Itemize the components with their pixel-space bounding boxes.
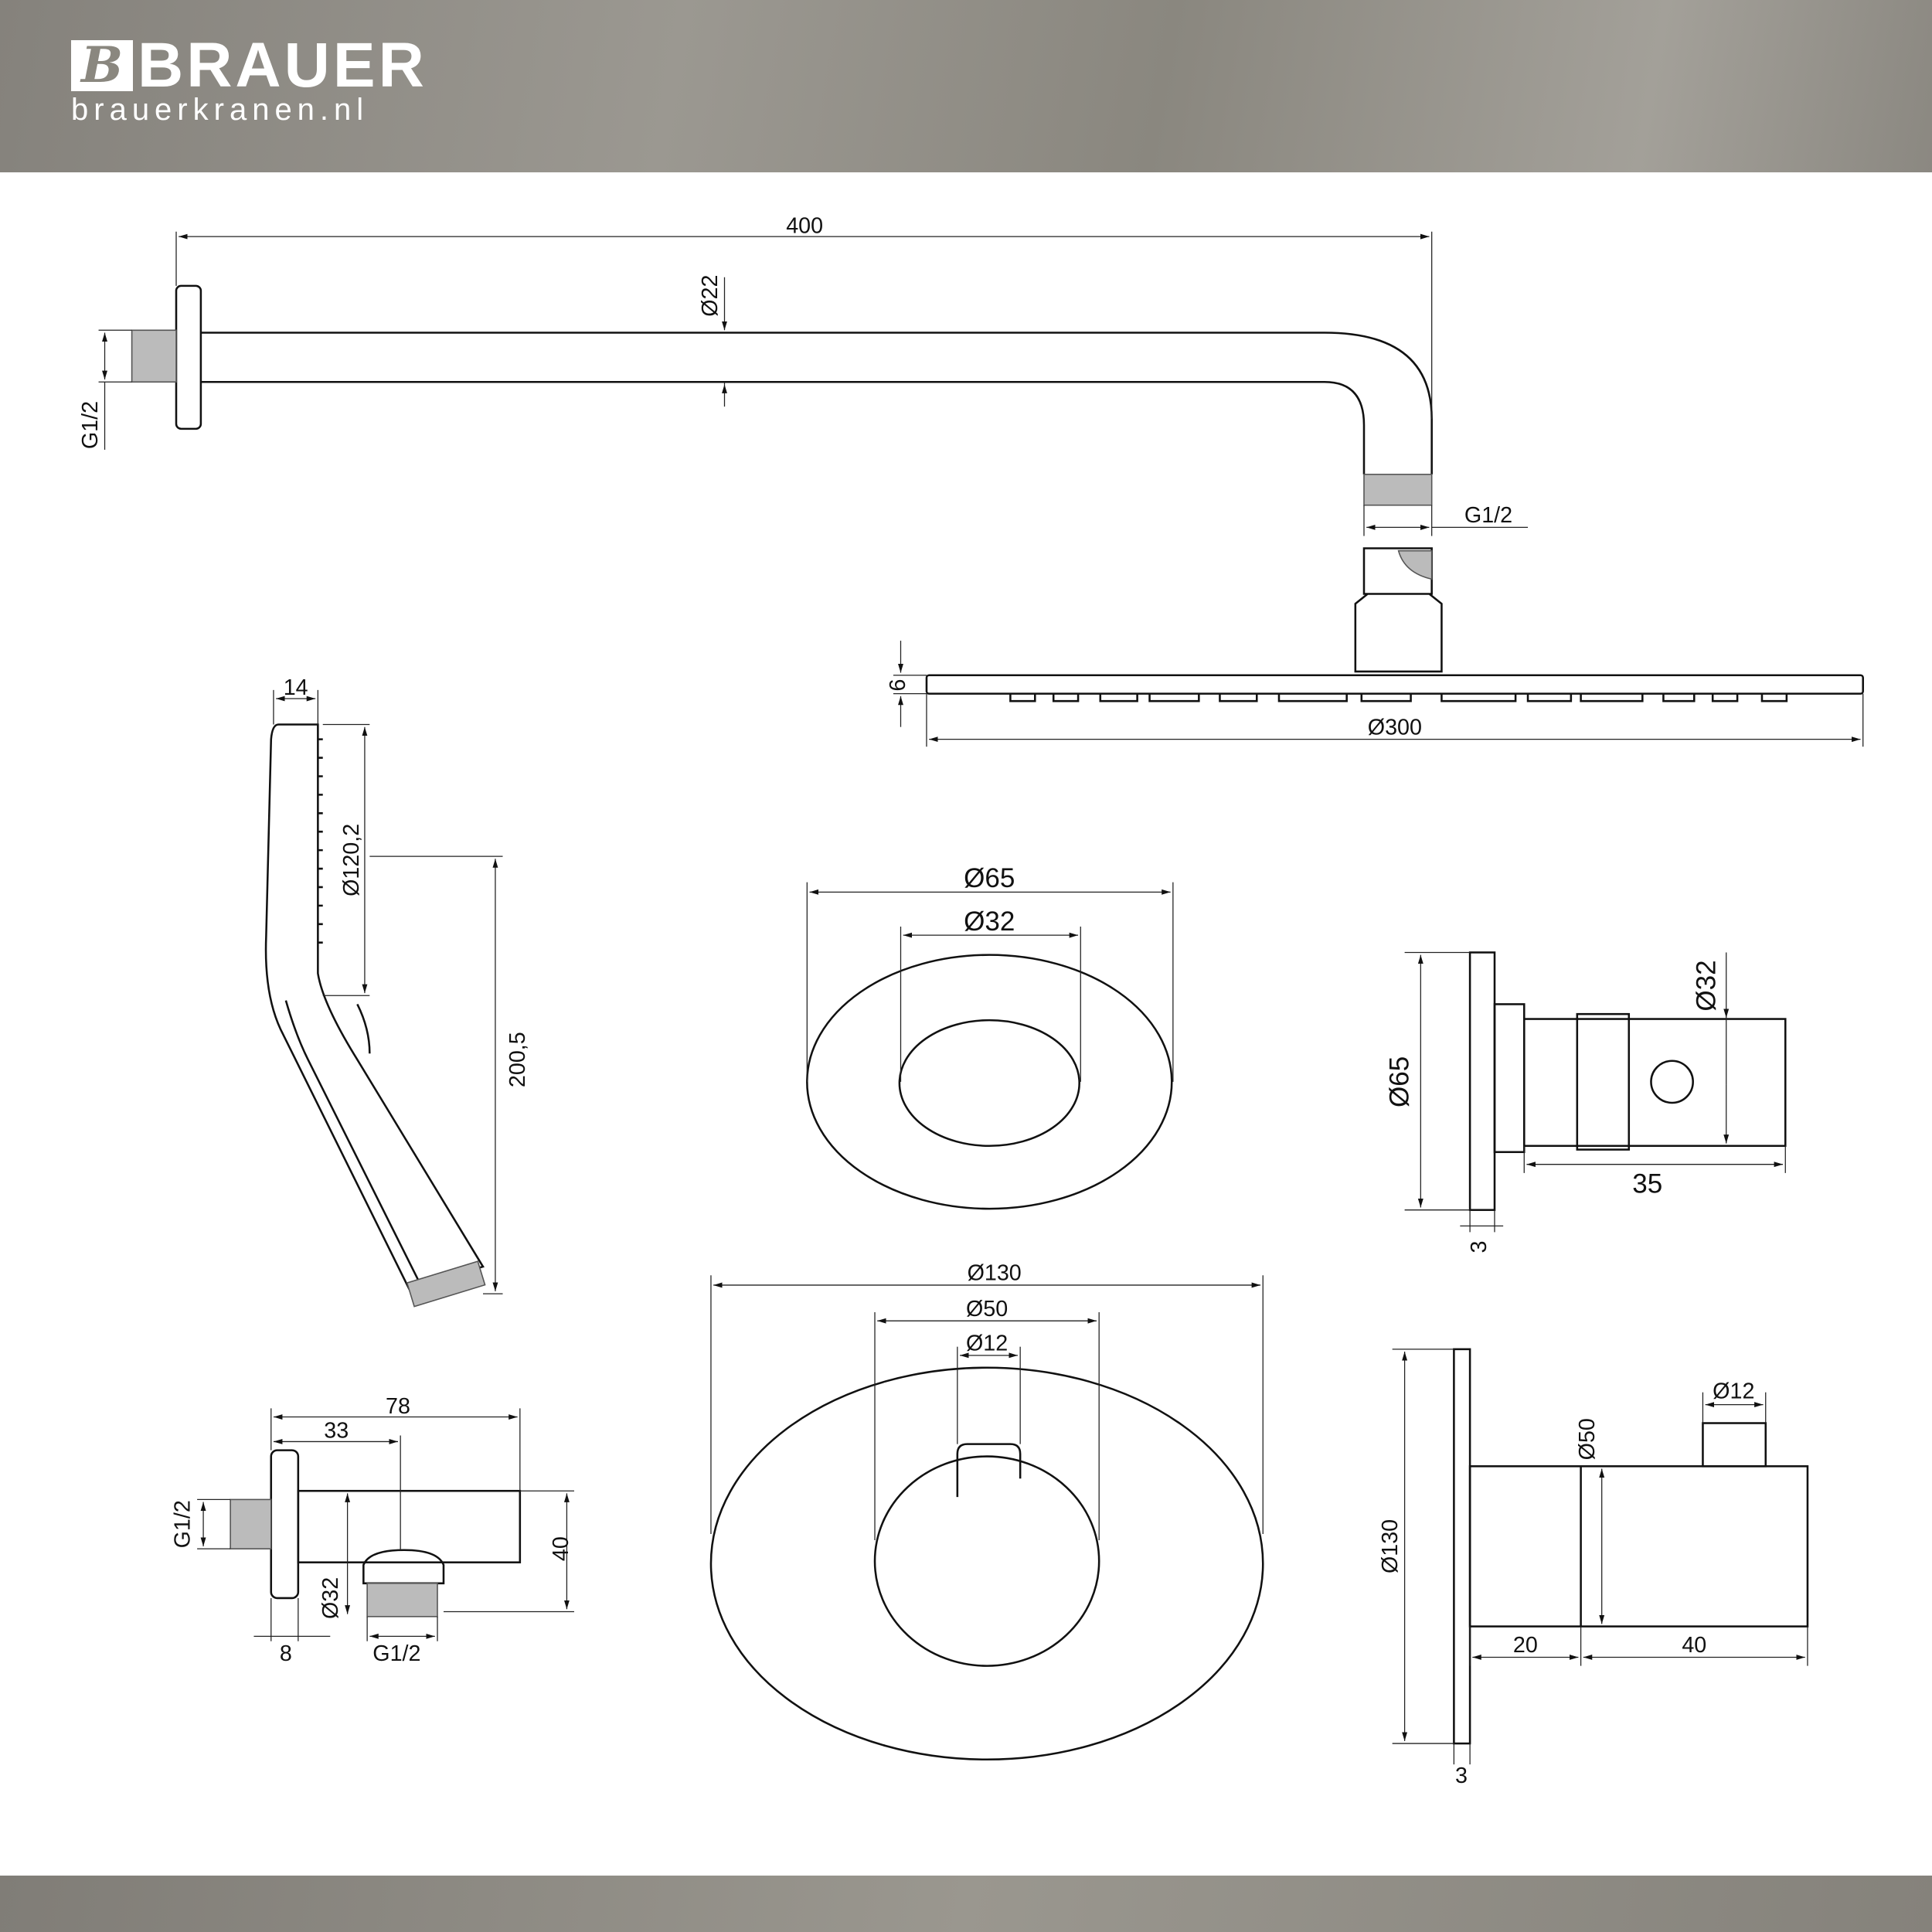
rain-shower-head: 9 Ø300 [884,547,1864,747]
dim-large-side-plate: 3 [1455,1764,1468,1788]
dim-outlet-offset: 33 [324,1419,349,1444]
small-rosette-front: Ø65 Ø32 [806,863,1174,1210]
dim-small-side-plate: 3 [1467,1241,1492,1253]
dim-hand-length: 200,5 [505,1032,530,1087]
shower-arm: 400 Ø22 G1/2 G1/2 [78,213,1529,536]
dim-hand-head-diameter: Ø120,2 [339,824,364,896]
hand-shower: 14 Ø120,2 200,5 [264,675,530,1308]
large-rosette-front: Ø130 Ø50 Ø12 [709,1261,1264,1761]
dim-small-side-rosette: Ø65 [1384,1056,1414,1107]
dim-outlet-thread: G1/2 [372,1641,420,1666]
wall-outlet: 78 33 G1/2 40 Ø32 8 G1/2 [171,1394,574,1666]
dim-large-side-spacer: 20 [1513,1633,1538,1658]
dim-large-rosette-handle: Ø12 [966,1331,1008,1355]
dim-outlet-diameter: Ø32 [318,1577,343,1619]
logo-mark-icon: B [71,40,133,91]
dim-large-rosette-outer: Ø130 [968,1261,1022,1286]
dim-large-side-body: Ø50 [1575,1418,1600,1460]
dim-large-side-rosette: Ø130 [1378,1519,1403,1573]
footer-banner [0,1876,1932,1932]
dim-arm-length: 400 [786,213,823,238]
dim-outlet-height: 40 [549,1536,573,1561]
dim-hand-width: 14 [284,675,308,700]
dim-outlet-total: 78 [386,1394,410,1419]
dim-large-side-handle: Ø12 [1713,1379,1754,1404]
dim-small-side-depth: 35 [1632,1168,1662,1199]
dim-outlet-inlet-thread: G1/2 [171,1500,196,1548]
dim-large-rosette-middle: Ø50 [966,1297,1008,1321]
brand-name: BRAUER [138,30,427,100]
dim-small-side-body: Ø32 [1691,960,1721,1011]
dim-arm-wall-thread: G1/2 [78,401,103,449]
large-valve-side: Ø130 Ø50 Ø12 20 40 3 [1378,1348,1809,1788]
dim-small-rosette-outer: Ø65 [964,863,1015,893]
dim-arm-diameter: Ø22 [698,275,723,317]
dim-small-rosette-inner: Ø32 [964,906,1015,937]
dim-large-side-depth: 40 [1682,1633,1706,1658]
dim-arm-outlet-thread: G1/2 [1464,503,1512,528]
dim-rain-diameter: Ø300 [1368,715,1422,740]
dim-outlet-flange: 8 [280,1641,292,1666]
dim-rain-thickness: 9 [884,679,909,691]
small-valve-side: Ø65 Ø32 35 3 [1384,951,1787,1253]
website-url: brauerkranen.nl [71,93,369,127]
